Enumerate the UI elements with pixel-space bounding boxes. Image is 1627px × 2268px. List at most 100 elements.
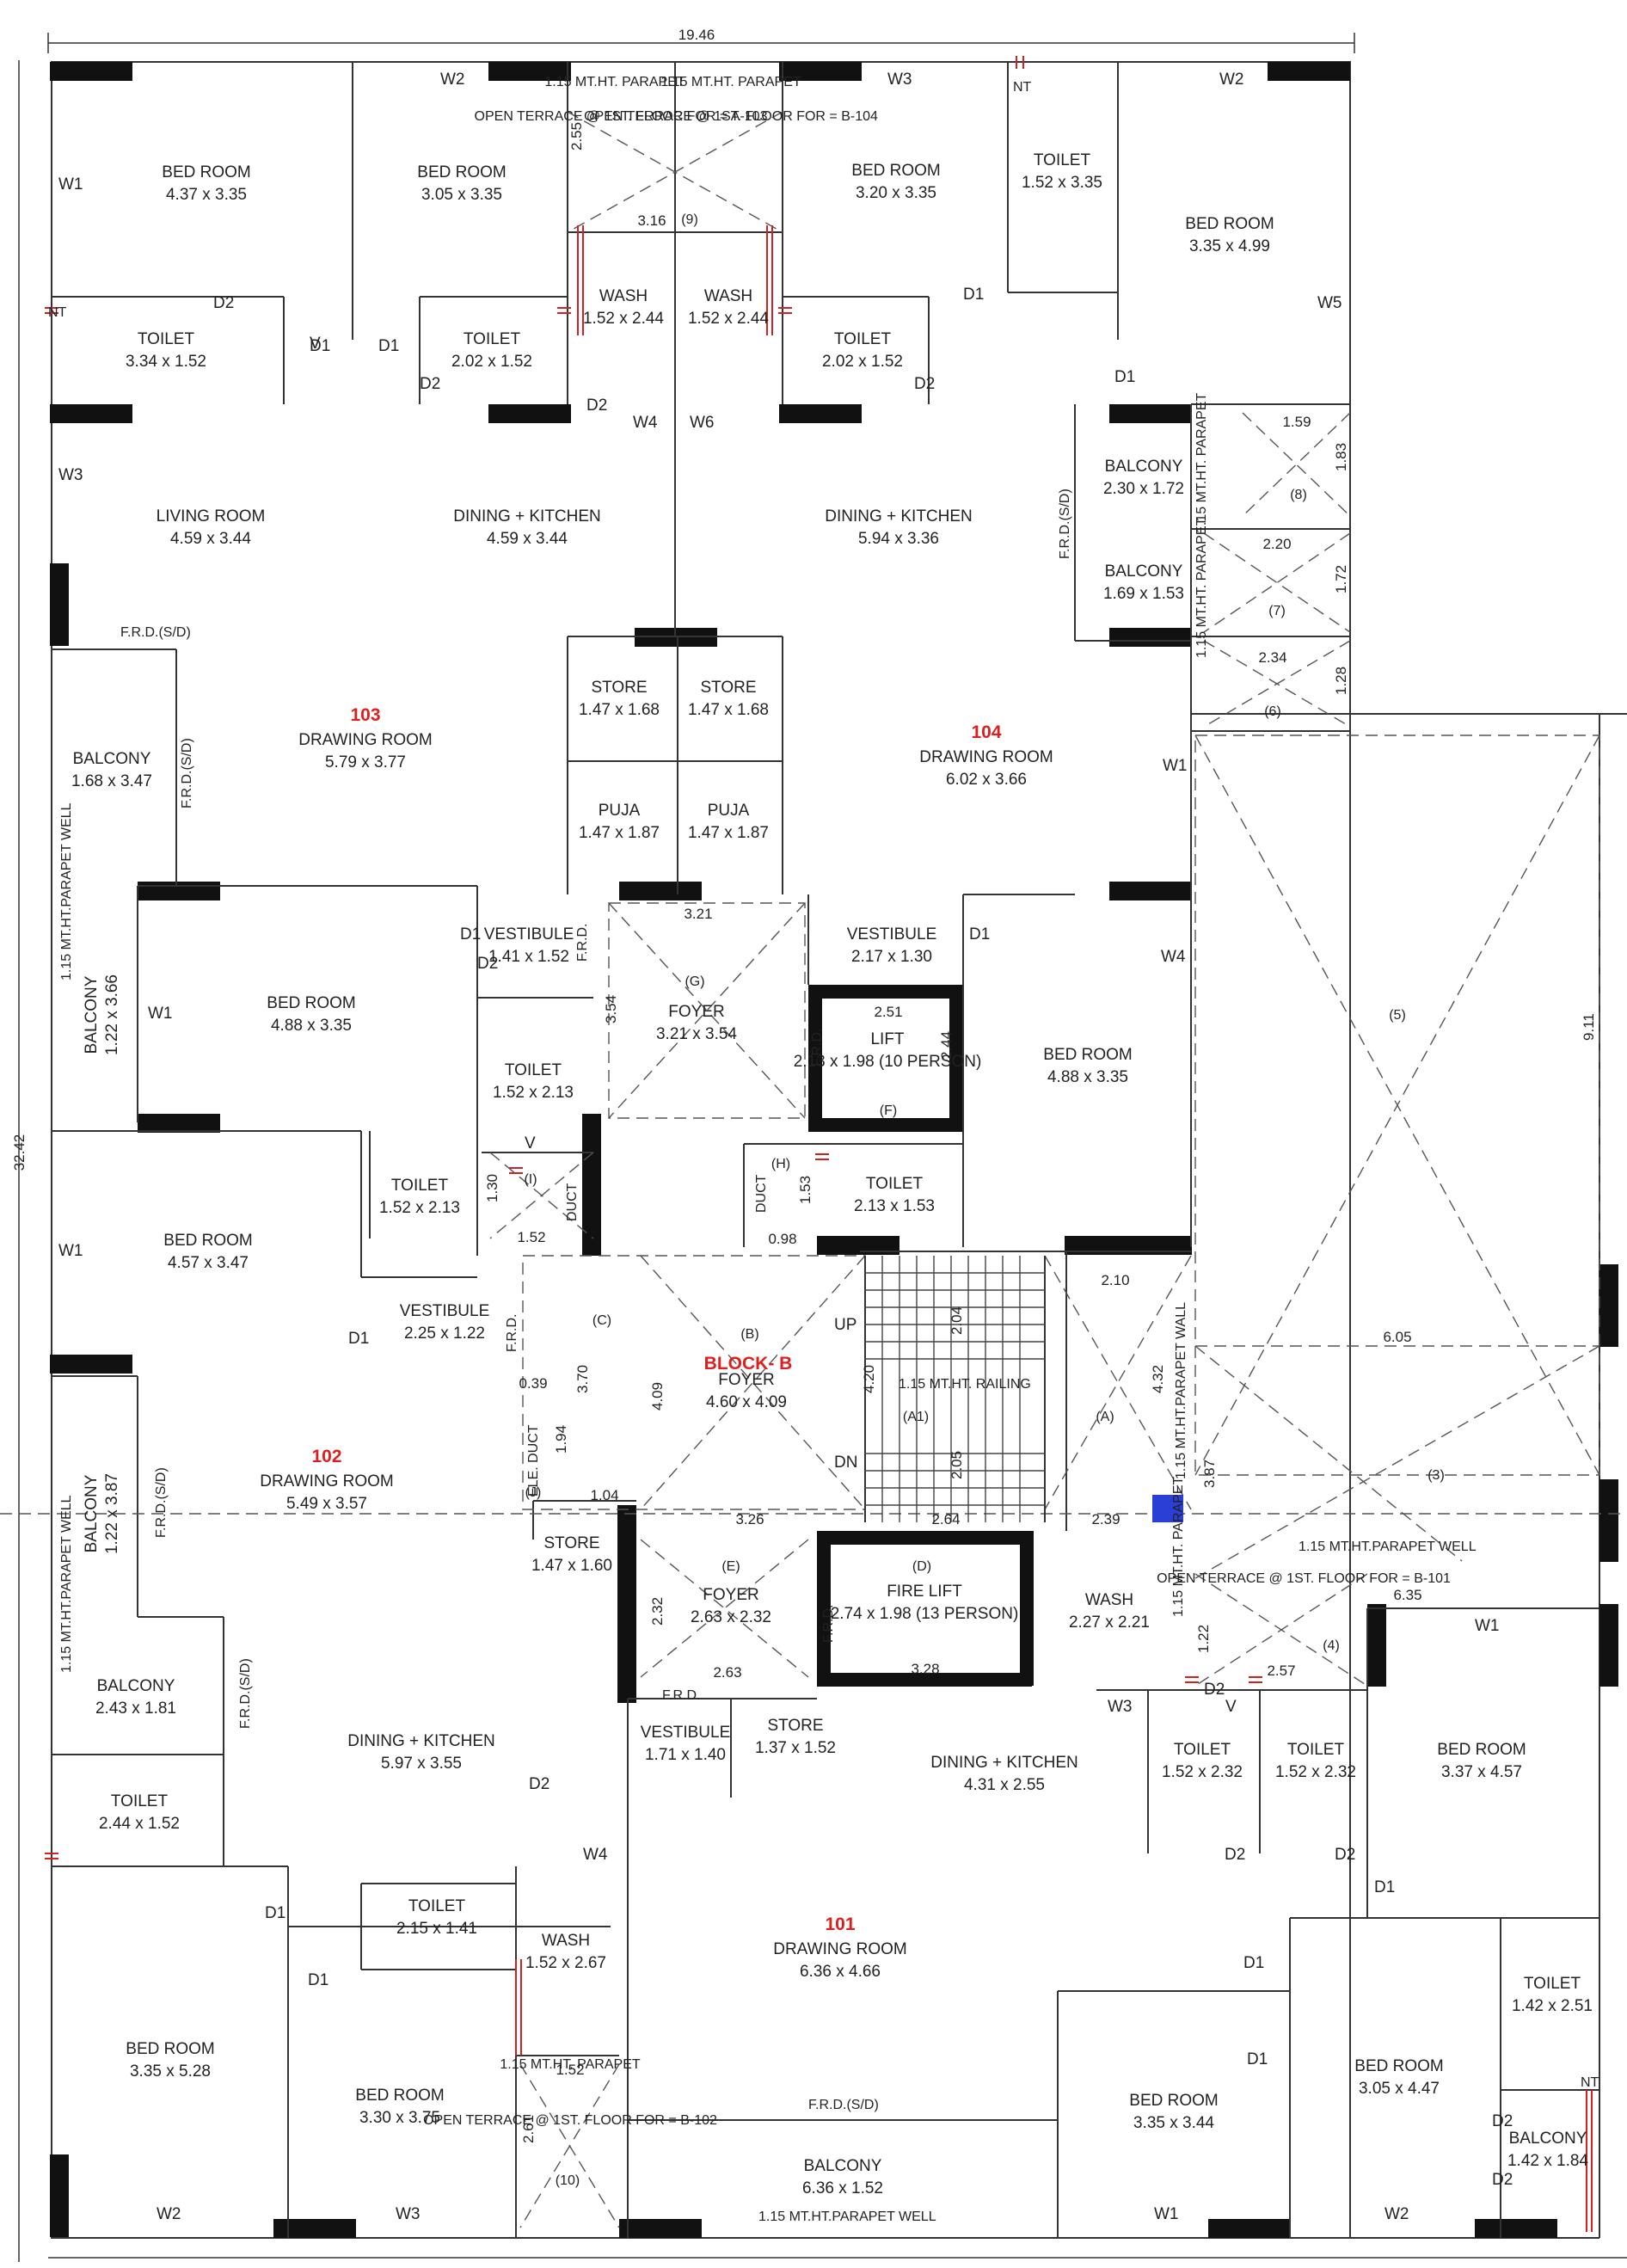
room-size: 1.37 x 1.52 bbox=[755, 1739, 836, 1757]
zone-marker: (E) bbox=[721, 1559, 740, 1574]
opening-tag: W3 bbox=[396, 2205, 421, 2223]
room-name: BED ROOM bbox=[163, 1232, 252, 1250]
room-name: TOILET bbox=[408, 1897, 466, 1915]
opening-tag: W1 bbox=[1163, 757, 1188, 775]
dimension: 2.32 bbox=[649, 1597, 666, 1626]
dimension: 9.11 bbox=[1581, 1013, 1597, 1041]
room-name: STORE bbox=[767, 1717, 823, 1735]
room-name: BED ROOM bbox=[1437, 1741, 1526, 1759]
opening-tag: W1 bbox=[1475, 1617, 1500, 1635]
dimension: 2.34 bbox=[1258, 649, 1286, 666]
room-size: 3.21 x 3.54 bbox=[656, 1025, 737, 1043]
room-name: TOILET bbox=[464, 330, 521, 348]
room-size: 1.47 x 1.87 bbox=[688, 824, 769, 842]
room-name: TOILET bbox=[1034, 151, 1091, 169]
room-name: DINING + KITCHEN bbox=[347, 1732, 495, 1750]
room-size: 1.42 x 1.84 bbox=[1507, 2152, 1588, 2170]
unit-room-size: 5.49 x 3.57 bbox=[286, 1495, 367, 1513]
dimension: 0.98 bbox=[768, 1231, 796, 1247]
room-size: 2.17 x 1.30 bbox=[851, 948, 932, 966]
room-name: VESTIBULE bbox=[847, 925, 937, 943]
room-name: BALCONY bbox=[1509, 2130, 1587, 2148]
room-labels: BED ROOM 4.37 x 3.35 BED ROOM 3.05 x 3.3… bbox=[71, 75, 1593, 2197]
opening-tag: W5 bbox=[1317, 294, 1342, 312]
room-size: 1.41 x 1.52 bbox=[488, 948, 569, 966]
opening-tag: W3 bbox=[58, 466, 83, 484]
frd-label: F.R.D.(S/D) bbox=[154, 1467, 169, 1538]
frd-label: F.R.D.(S/D) bbox=[238, 1658, 253, 1729]
opening-tag: W1 bbox=[148, 1005, 173, 1023]
unit-room-size: 5.79 x 3.77 bbox=[325, 753, 406, 771]
dimension: 2.63 bbox=[713, 1664, 741, 1681]
parapet-label: 1.15 MT.HT. PARAPET bbox=[1171, 1476, 1186, 1617]
zone-marker: (B) bbox=[740, 1327, 758, 1342]
dimension: 6.05 bbox=[1383, 1329, 1411, 1345]
room-name: DINING + KITCHEN bbox=[930, 1754, 1078, 1772]
opening-tag: W1 bbox=[58, 1242, 83, 1260]
wall-piers bbox=[50, 62, 1618, 2238]
opening-tag: D2 bbox=[420, 375, 440, 393]
opening-tag: D2 bbox=[1204, 1681, 1225, 1699]
room-name: STORE bbox=[591, 679, 647, 697]
opening-tag: V bbox=[525, 1134, 536, 1152]
zone-marker: (9) bbox=[681, 212, 698, 227]
room-name: FIRE LIFT bbox=[887, 1583, 962, 1601]
room-size: 4.60 x 4.09 bbox=[706, 1393, 787, 1411]
opening-tag: W3 bbox=[1108, 1698, 1133, 1716]
room-size: 1.52 x 2.32 bbox=[1275, 1763, 1356, 1781]
dimension: 2.57 bbox=[1267, 1663, 1295, 1679]
room-size: 1.52 x 2.13 bbox=[493, 1084, 574, 1102]
room-size: 1.52 x 2.67 bbox=[525, 1954, 606, 1972]
room-size: 2.25 x 1.22 bbox=[404, 1325, 485, 1343]
room-name: TOILET bbox=[111, 1792, 169, 1810]
room-size: 1.52 x 2.32 bbox=[1162, 1763, 1243, 1781]
room-size: 3.30 x 3.75 bbox=[359, 2109, 440, 2127]
dimension: 1.72 bbox=[1333, 565, 1349, 593]
zone-marker: (4) bbox=[1323, 1638, 1340, 1653]
room-name: TOILET bbox=[1174, 1741, 1231, 1759]
parapet-label: 1.15 MT.HT. PARAPET bbox=[1194, 392, 1209, 533]
room-size: 4.31 x 2.55 bbox=[964, 1776, 1045, 1794]
room-name: STORE bbox=[700, 679, 756, 697]
room-name: BALCONY bbox=[1105, 458, 1183, 476]
opening-tag: V bbox=[1225, 1698, 1237, 1716]
room-size: OPEN TERRACE @ 1ST. FLOOR FOR = B-104 bbox=[584, 109, 878, 124]
room-name: BALCONY bbox=[83, 975, 101, 1054]
dimension: 1.04 bbox=[590, 1487, 618, 1503]
dimension: 2.64 bbox=[931, 1511, 960, 1527]
opening-tag: D1 bbox=[963, 286, 984, 304]
room-size: 3.35 x 5.28 bbox=[130, 2062, 211, 2081]
room-name: 1.15 MT.HT. PARAPET bbox=[544, 75, 685, 89]
room-size: 1.22 x 3.66 bbox=[103, 974, 121, 1055]
room-size: 2.02 x 1.52 bbox=[451, 353, 532, 371]
dimension: 2.05 bbox=[949, 1451, 965, 1479]
open-terrace-label: OPEN TERRACE @ 1ST. FLOOR FOR = B-101 bbox=[1157, 1571, 1451, 1586]
nt-tag: NT bbox=[48, 305, 67, 320]
nt-markers bbox=[45, 56, 1593, 2232]
opening-tag: W2 bbox=[1384, 2205, 1409, 2223]
frd-short: F.R.D. bbox=[810, 1029, 825, 1066]
room-size: 2.30 x 1.72 bbox=[1103, 480, 1184, 498]
room-size: 1.47 x 1.68 bbox=[688, 701, 769, 719]
room-size: 4.88 x 3.35 bbox=[1047, 1068, 1128, 1086]
interior-walls bbox=[52, 62, 1599, 2238]
zone-marker: (8) bbox=[1290, 488, 1307, 502]
overall-width: 19.46 bbox=[678, 27, 715, 43]
opening-tag: W2 bbox=[157, 2205, 181, 2223]
railing-label: 1.15 MT.HT. RAILING bbox=[899, 1377, 1031, 1392]
opening-tag: D1 bbox=[1247, 2050, 1268, 2068]
zone-marker: (10) bbox=[556, 2173, 580, 2188]
room-name: FOYER bbox=[703, 1586, 758, 1604]
room-size: 2.27 x 2.21 bbox=[1069, 1613, 1150, 1632]
room-name: VESTIBULE bbox=[641, 1724, 731, 1742]
room-size: 1.52 x 2.13 bbox=[379, 1199, 460, 1217]
room-name: BALCONY bbox=[804, 2157, 882, 2175]
opening-tag: W4 bbox=[1161, 948, 1186, 966]
zone-marker: (5) bbox=[1389, 1008, 1406, 1023]
room-size: 1.47 x 1.87 bbox=[579, 824, 660, 842]
room-name: TOILET bbox=[391, 1177, 449, 1195]
room-size: 5.97 x 3.55 bbox=[381, 1755, 462, 1773]
unit-number: 101 bbox=[825, 1915, 855, 1934]
room-name: BED ROOM bbox=[355, 2087, 444, 2105]
opening-tag: W2 bbox=[440, 71, 465, 89]
